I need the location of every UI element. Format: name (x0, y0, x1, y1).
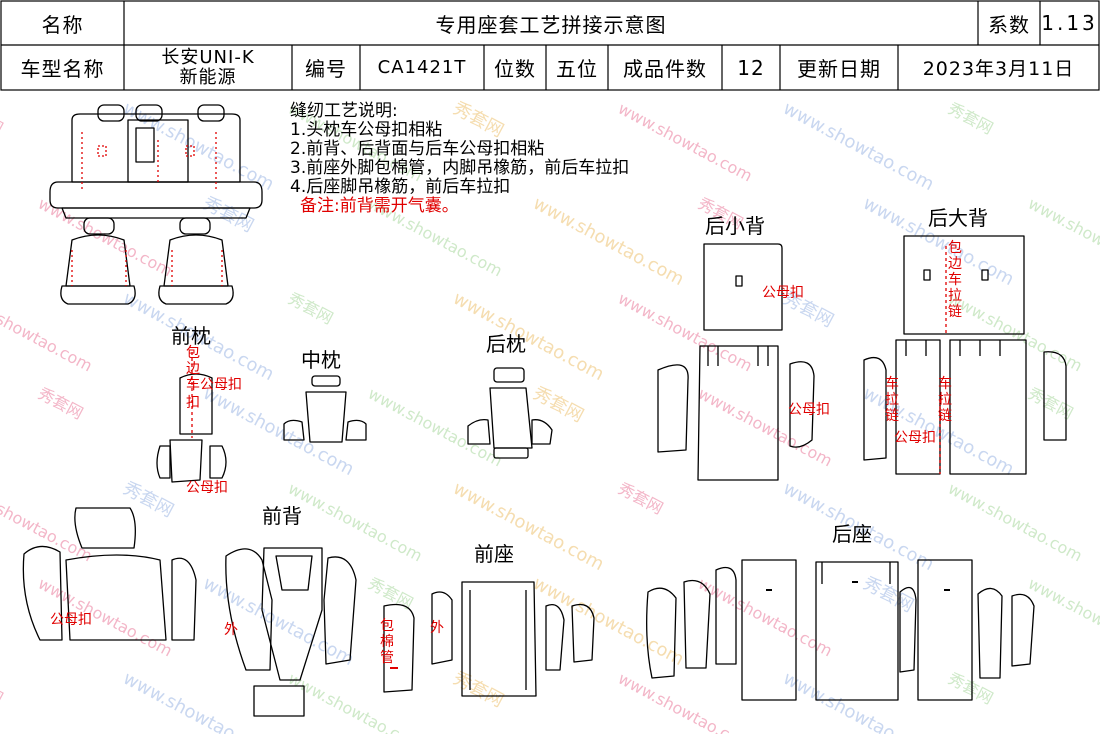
label-zip-rear-big-back-right: 车拉链 (938, 376, 952, 424)
notes-item-4: 4.后座脚吊橡筋，前后车拉扣 (290, 177, 511, 197)
front-back-pattern (22, 507, 357, 717)
rear-small-back-pattern (657, 243, 815, 481)
notes-remark: 备注:前背需开气囊。 (300, 196, 459, 216)
pieces-label: 成品件数 (623, 57, 707, 81)
name-label: 名称 (41, 12, 84, 37)
label-snap-rear-big-back: 公母扣 (894, 430, 936, 446)
sewing-notes: 缝纫工艺说明: 1.头枕车公母扣相粘 2.前背、后背面与后车公母扣相粘 3.前座… (290, 102, 629, 216)
notes-item-3: 3.前座外脚包棉管，内脚吊橡筋，前后车拉扣 (290, 158, 630, 178)
label-cotton-tube-front-seat: 包棉管 (380, 618, 394, 666)
notes-heading: 缝纫工艺说明: (290, 101, 398, 121)
model-name-line1: 长安UNI-K (161, 46, 255, 68)
model-name-line2: 新能源 (179, 66, 237, 88)
section-title-middle-headrest: 中枕 (301, 348, 341, 372)
code-value: CA1421T (377, 57, 467, 78)
label-outer-front-back: 外 (224, 622, 238, 638)
pattern-drawing (22, 104, 1067, 717)
label-buckle-front-headrest: 扣 (186, 395, 200, 411)
front-seat-right-illustration (158, 217, 234, 305)
coefficient-value: 1.13 (1041, 11, 1098, 35)
spec-header-table: 名称 专用座套工艺拼接示意图 系数 1.13 车型名称 长安UNI-K 新能源 … (0, 0, 1100, 92)
label-snap-rear-small-back: 公母扣 (762, 285, 804, 301)
section-title-rear-small-back: 后小背 (705, 214, 765, 238)
front-seat-pattern (383, 581, 595, 697)
coefficient-label: 系数 (988, 12, 1030, 37)
section-title-front-back: 前背 (262, 504, 302, 528)
section-title-front-headrest: 前枕 (171, 324, 211, 348)
model-label: 车型名称 (20, 57, 105, 81)
seat-label: 位数 (494, 57, 536, 81)
section-title-rear-headrest: 后枕 (486, 332, 526, 356)
notes-item-2: 2.前背、后背面与后车公母扣相粘 (290, 139, 545, 159)
middle-headrest-pattern (283, 375, 367, 443)
front-headrest-pattern (156, 373, 227, 483)
rear-headrest-pattern (467, 367, 553, 459)
notes-item-1: 1.头枕车公母扣相粘 (290, 120, 443, 140)
pieces-value: 12 (737, 55, 765, 80)
header-grid (0, 0, 1100, 91)
label-outer-front-seat: 外 (430, 620, 444, 636)
label-snap-front-headrest: 公母扣 (200, 377, 242, 393)
label-zip-rear-big-back-left: 车拉链 (885, 376, 899, 424)
label-snap-front-back: 公母扣 (50, 612, 92, 628)
date-label: 更新日期 (797, 57, 881, 81)
code-label: 编号 (305, 57, 347, 81)
model-name: 长安UNI-K 新能源 (124, 45, 292, 90)
label-snap-rear-small-back-side: 公母扣 (788, 402, 830, 418)
date-value: 2023年3月11日 (922, 58, 1075, 80)
label-bind-edge-front-headrest: 包边车 (186, 345, 200, 393)
front-seat-left-illustration (60, 217, 136, 305)
label-bind-zip-rear-big-back: 包边车拉链 (948, 240, 962, 320)
document-title: 专用座套工艺拼接示意图 (435, 12, 667, 37)
rear-bench-illustration (49, 104, 263, 219)
label-snap-front-headrest-bottom: 公母扣 (186, 480, 228, 496)
section-title-rear-seat: 后座 (832, 522, 872, 546)
section-title-rear-big-back: 后大背 (928, 206, 988, 230)
rear-seat-pattern (646, 559, 1035, 701)
section-title-front-seat: 前座 (474, 542, 514, 566)
seat-value: 五位 (556, 57, 598, 81)
